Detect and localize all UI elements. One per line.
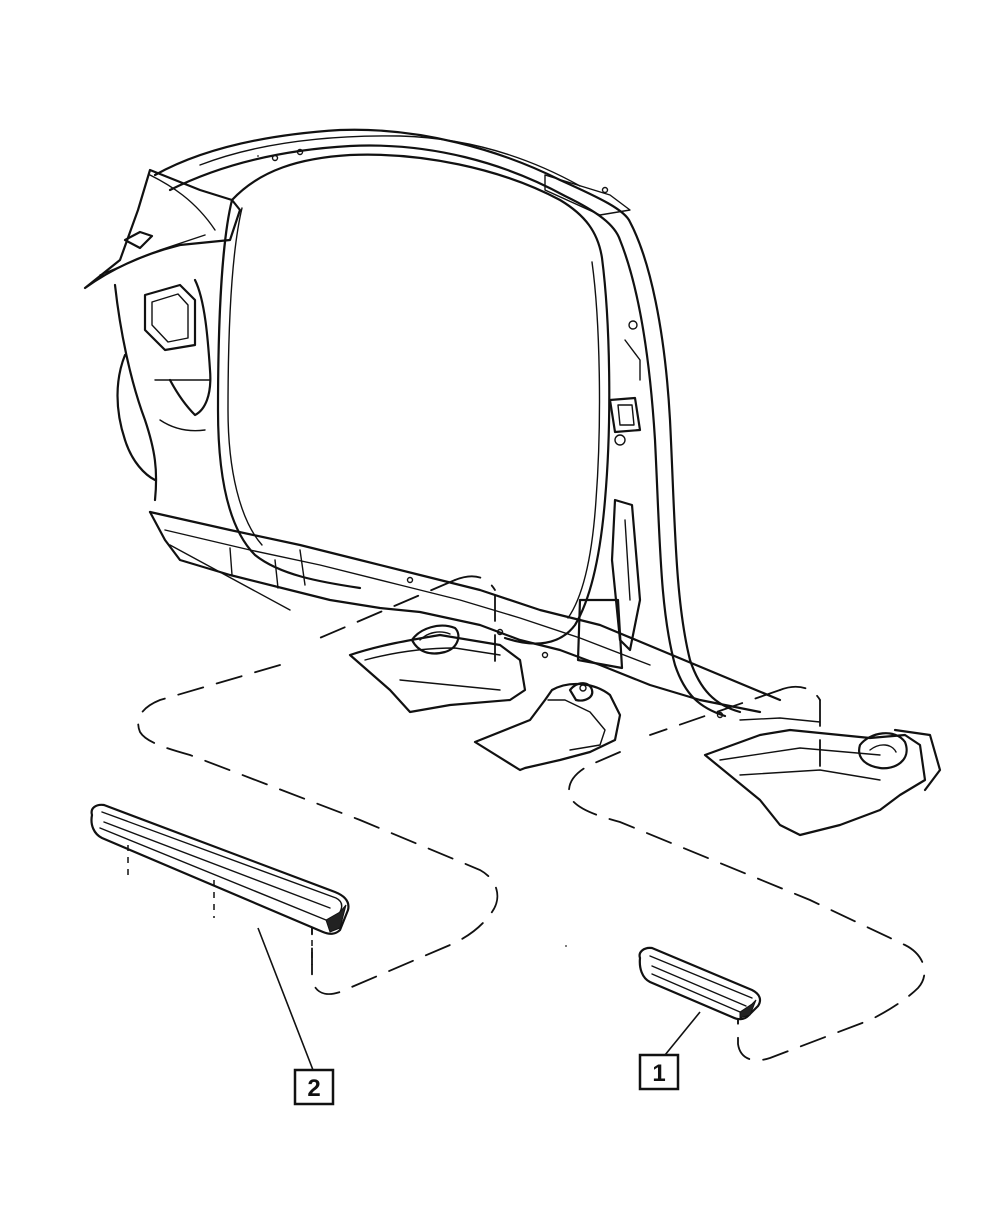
speck bbox=[257, 155, 259, 157]
sill-scuff-plate-short bbox=[638, 946, 762, 1056]
callout-2[interactable]: 2 bbox=[293, 1068, 335, 1106]
phantom-outline-right bbox=[568, 685, 926, 1062]
phantom-outline-left bbox=[137, 575, 499, 995]
sill-scuff-plate-long bbox=[90, 803, 350, 1071]
floor-pan bbox=[348, 624, 942, 837]
callout-label-1: 1 bbox=[652, 1060, 665, 1087]
callout-1[interactable]: 1 bbox=[638, 1053, 680, 1091]
body-side-frame bbox=[83, 128, 782, 719]
callout-label-2: 2 bbox=[307, 1075, 320, 1102]
speck bbox=[565, 945, 567, 947]
callout-box-2 bbox=[293, 1068, 335, 1106]
callout-box-1 bbox=[638, 1053, 680, 1091]
